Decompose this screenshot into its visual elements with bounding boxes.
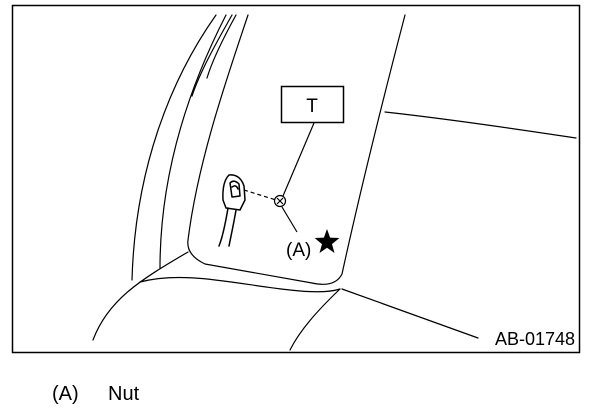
callout-a-label: (A) bbox=[286, 240, 311, 261]
torque-leader bbox=[282, 122, 315, 197]
legend: (A) Nut bbox=[52, 382, 139, 406]
legend-item-key: (A) bbox=[52, 383, 79, 405]
trim-contour-inner bbox=[206, 14, 237, 79]
torque-box bbox=[280, 85, 345, 124]
right-panel-lower bbox=[341, 288, 479, 339]
legend-item-text: Nut bbox=[108, 383, 140, 405]
belt-strap-left bbox=[218, 207, 229, 247]
right-panel-top bbox=[384, 111, 577, 139]
seat-belt-anchor bbox=[218, 174, 246, 247]
figure-frame bbox=[11, 4, 581, 354]
trim-contour-middle bbox=[159, 14, 227, 269]
star-icon bbox=[314, 229, 340, 253]
torque-label: T bbox=[306, 96, 318, 117]
legend-item: (A) Nut bbox=[52, 382, 139, 406]
anchor-body bbox=[222, 174, 246, 211]
figure-id: AB-01748 bbox=[495, 329, 575, 349]
lower-trim-base bbox=[139, 276, 341, 293]
anchor-bolt-head bbox=[231, 185, 239, 190]
anchor-nut-axis bbox=[243, 189, 277, 201]
callout-a-leader bbox=[281, 206, 298, 233]
lower-trim-edge bbox=[92, 251, 189, 341]
nut bbox=[273, 194, 287, 208]
trim-contour-outer bbox=[131, 14, 217, 281]
trim-contour-inner-lower bbox=[191, 14, 233, 97]
floor-edge bbox=[289, 288, 341, 351]
pillar-panel bbox=[187, 14, 406, 285]
belt-strap-right bbox=[228, 209, 237, 247]
anchor-slot bbox=[229, 180, 241, 198]
